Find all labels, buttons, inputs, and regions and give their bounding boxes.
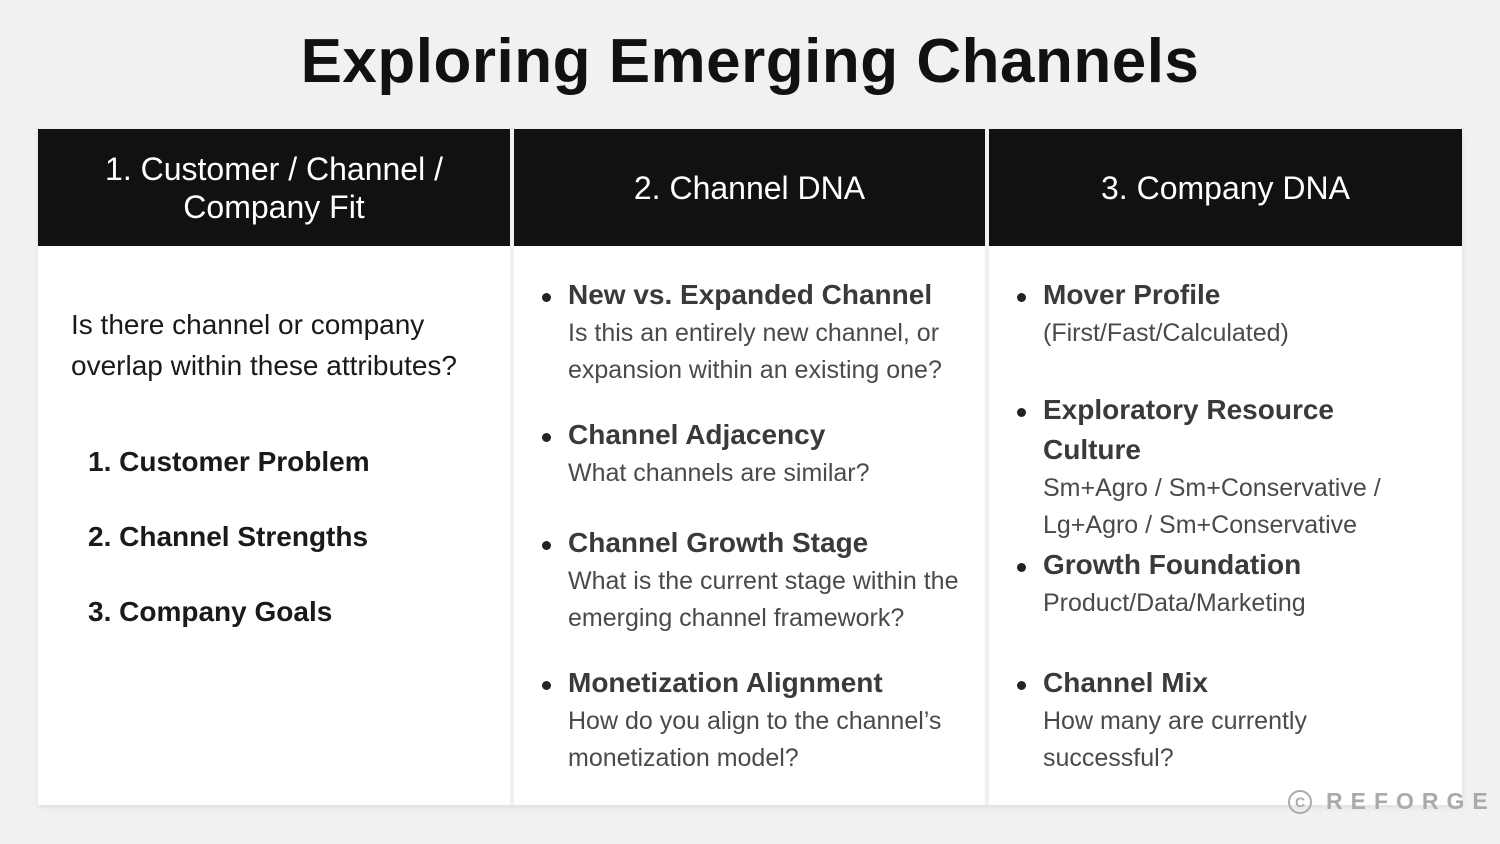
bullet-title: New vs. Expanded Channel [568,279,933,310]
column-heading: 3. Company DNA [989,129,1462,246]
reforge-watermark: C REFORGE [1288,788,1496,815]
column-customer-fit: 1. Customer / Channel / Company Fit Is t… [38,129,510,805]
bullet-dot-icon [1017,563,1026,572]
column-company-dna: 3. Company DNA Mover Profile (First/Fast… [989,129,1462,805]
bullet-title: Mover Profile [1043,279,1221,310]
list-item: 1. Customer Problem [88,446,370,477]
column-channel-dna: 2. Channel DNA New vs. Expanded Channel … [514,129,985,805]
channels-table: 1. Customer / Channel / Company Fit Is t… [38,129,1462,805]
bullet-description: What channels are similar? [568,459,870,487]
bullet-description: What is the current stage within the eme… [568,567,959,632]
column-body: Mover Profile (First/Fast/Calculated) Ex… [989,246,1462,805]
list-item: 3. Company Goals [88,596,333,627]
bullet-title: Channel Growth Stage [568,527,869,558]
bullet-item: Growth Foundation Product/Data/Marketing [1017,545,1437,622]
bullet-dot-icon [542,541,551,550]
bullet-title: Monetization Alignment [568,667,883,698]
page-title: Exploring Emerging Channels [300,27,1200,96]
copyright-icon: C [1288,789,1312,814]
bullet-description: How many are currently successful? [1043,707,1307,772]
bullet-item: Channel Adjacency What channels are simi… [542,415,962,492]
column-body: New vs. Expanded Channel Is this an enti… [514,246,985,805]
bullet-item: Monetization Alignment How do you align … [542,663,962,777]
bullet-title: Exploratory Resource Culture [1043,394,1334,465]
attribute-list: 1. Customer Problem 2. Channel Strengths… [88,442,370,667]
bullet-description: Product/Data/Marketing [1043,589,1306,617]
watermark-text: REFORGE [1326,788,1496,814]
bullet-item: Mover Profile (First/Fast/Calculated) [1017,275,1437,352]
bullet-title: Channel Adjacency [568,419,826,450]
bullet-item: New vs. Expanded Channel Is this an enti… [542,275,962,389]
bullet-dot-icon [1017,681,1026,690]
bullet-description: How do you align to the channel’s moneti… [568,707,942,772]
bullet-dot-icon [1017,293,1026,302]
bullet-dot-icon [542,681,551,690]
bullet-description: Is this an entirely new channel, or expa… [568,319,942,384]
bullet-item: Exploratory Resource Culture Sm+Agro / S… [1017,390,1437,544]
bullet-description: (First/Fast/Calculated) [1043,319,1289,347]
bullet-dot-icon [1017,408,1026,417]
bullet-title: Growth Foundation [1043,549,1302,580]
bullet-item: Channel Growth Stage What is the current… [542,523,962,637]
bullet-dot-icon [542,433,551,442]
column-body: Is there channel or company overlap with… [38,246,510,805]
bullet-title: Channel Mix [1043,667,1208,698]
column-heading: 2. Channel DNA [514,129,985,246]
fit-question: Is there channel or company overlap with… [71,309,457,381]
bullet-description: Sm+Agro / Sm+Conservative / Lg+Agro / Sm… [1043,474,1381,539]
list-item: 2. Channel Strengths [88,521,369,552]
bullet-item: Channel Mix How many are currently succe… [1017,663,1437,777]
column-heading: 1. Customer / Channel / Company Fit [38,129,510,246]
bullet-dot-icon [542,293,551,302]
